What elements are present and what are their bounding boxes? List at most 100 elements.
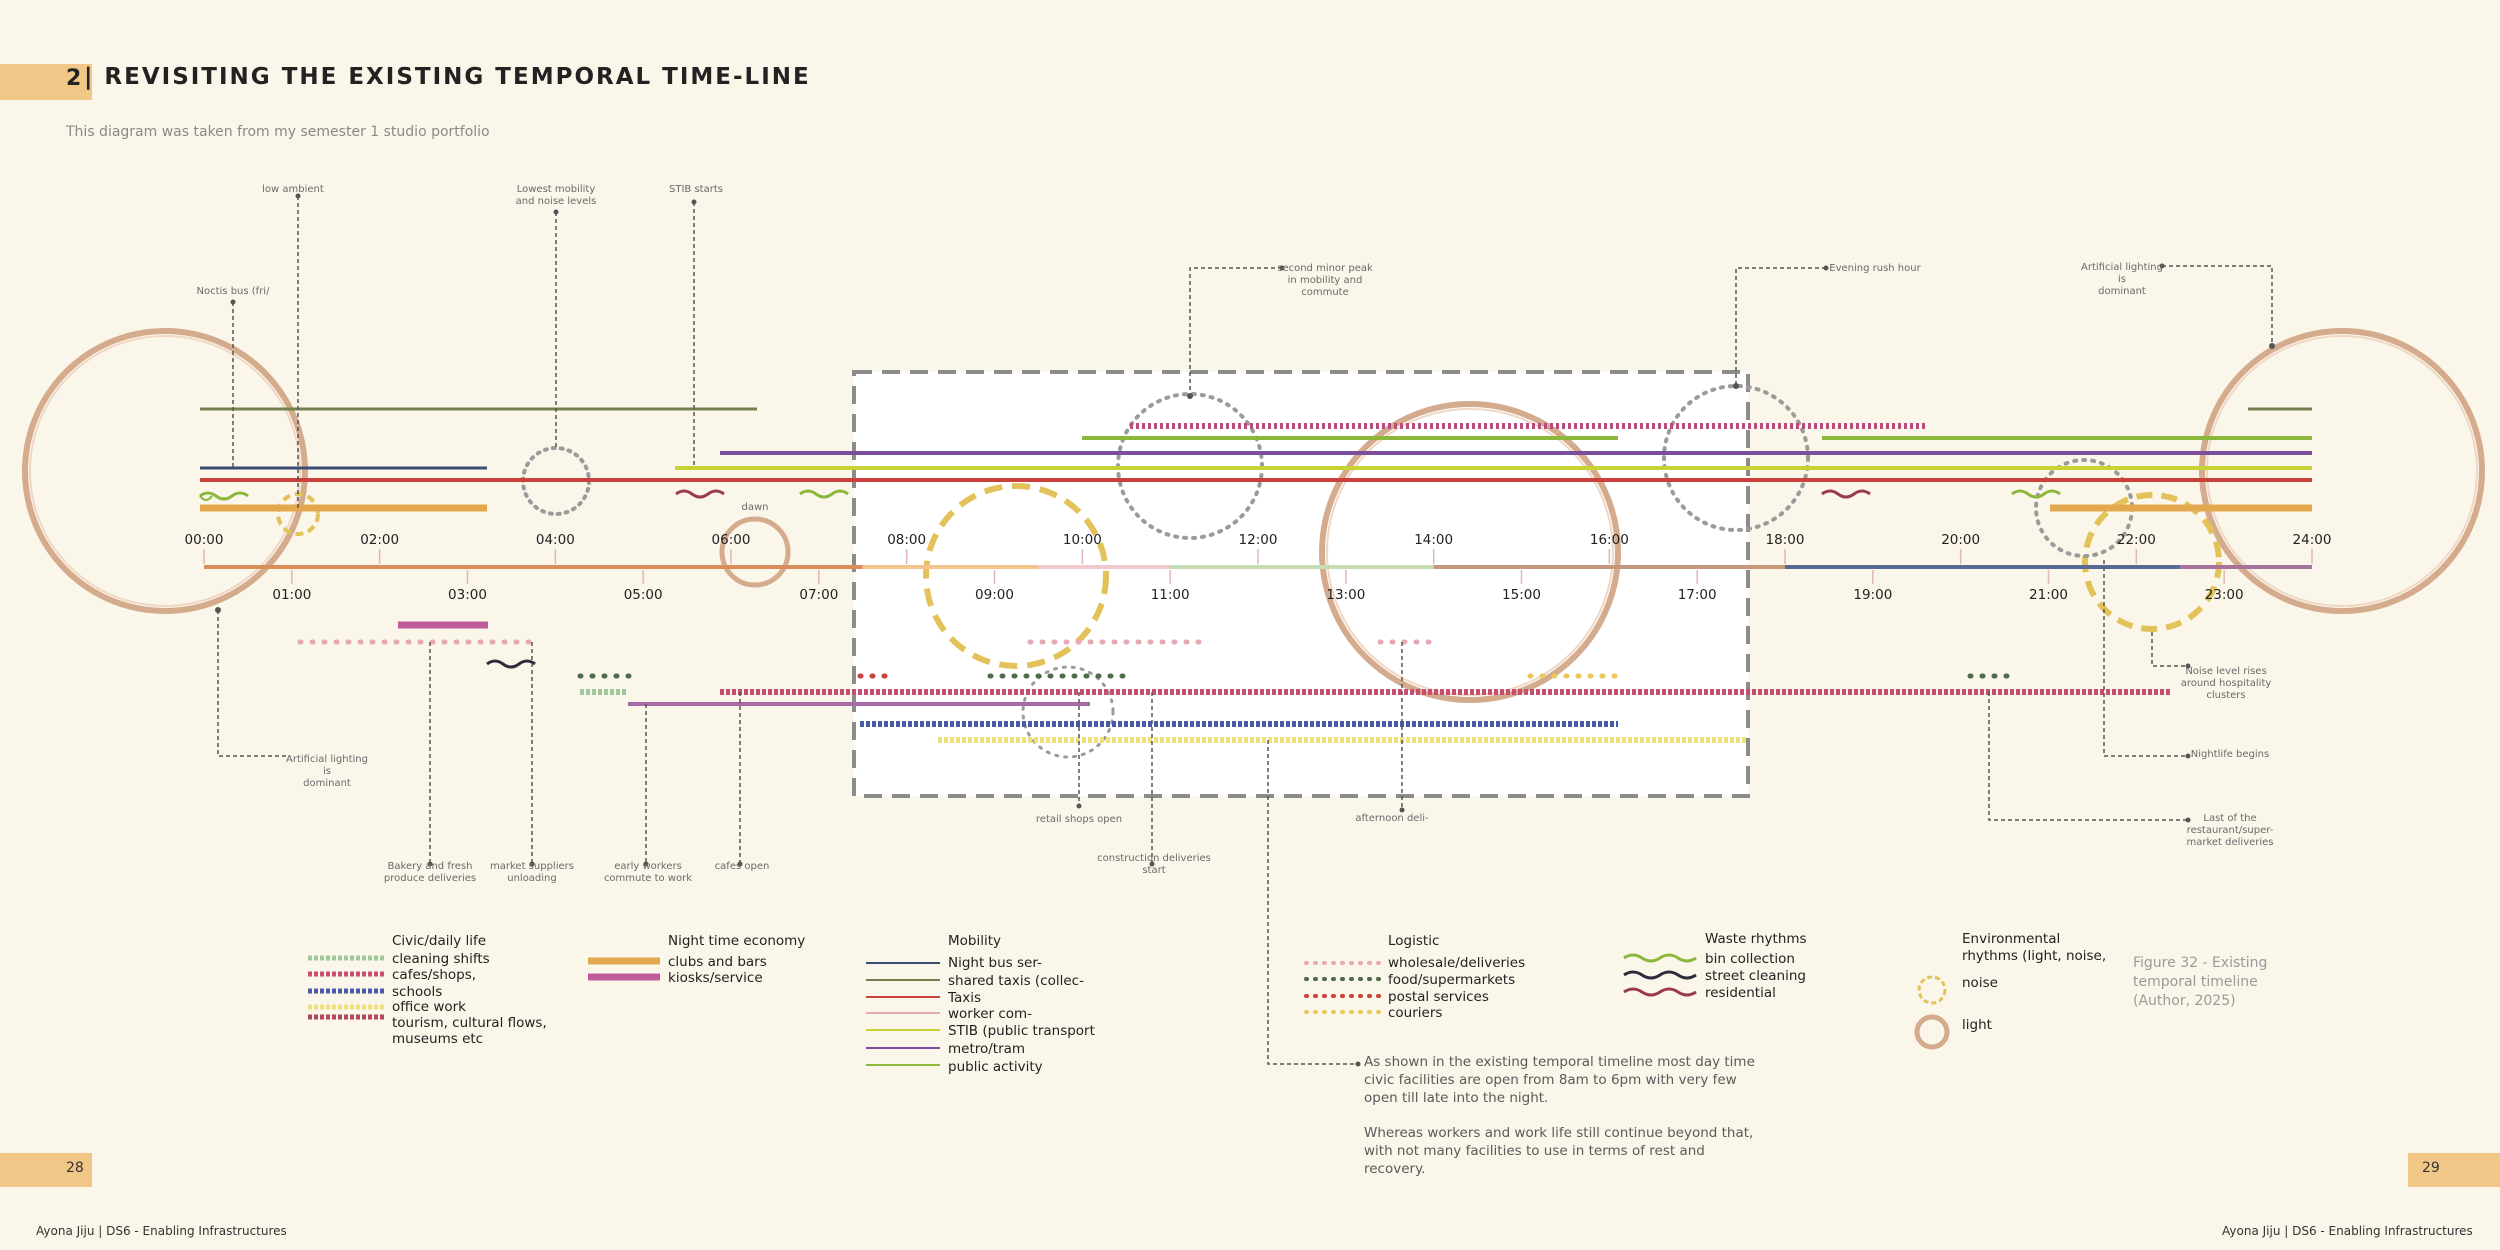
annotation-early-2: commute to work [604,873,692,884]
annotation-artificial-bottom-1: Artificial lighting [286,754,368,765]
annotation-artificial-top-3: dominant [2098,286,2146,297]
annotation-last-3: market deliveries [2186,837,2273,848]
annotation-second-peak-3: commute [1301,287,1349,298]
annotation-low-ambient: low ambient [262,184,324,195]
hour-label-top: 00:00 [185,532,224,548]
hour-label-top: 22:00 [2117,532,2156,548]
annotation-artificial-bottom-2: is [323,766,331,777]
hour-label-top: 02:00 [360,532,399,548]
legend-env-noise: noise [1962,975,1998,991]
legend-mobility-item-0: Night bus ser- [948,955,1042,971]
mobility-circle-1000 [1021,665,1115,759]
callout-logistic-text [1267,740,1358,1065]
annotation-lowest-mobility-1: Lowest mobility [517,184,596,195]
page-number-left: 28 [66,1160,84,1176]
annotation-last-1: Last of the [2203,813,2256,824]
legend-logistic-item-1: food/supermarkets [1388,972,1515,988]
mobility-circle-1730 [1662,384,1810,532]
legend-waste-item-1: street cleaning [1705,968,1806,984]
annotation-artificial-top-2: is [2118,274,2126,285]
legend-waste-item-0: bin collection [1705,951,1795,967]
footer-right: Ayona Jiju | DS6 - Enabling Infrastructu… [2222,1224,2473,1238]
legend-mobility-item-2: Taxis [947,990,981,1006]
hour-label-top: 16:00 [1590,532,1629,548]
legend-waste-title: Waste rhythms [1705,931,1807,947]
annotation-artificial-bottom-3: dominant [303,778,351,789]
chapter-number: 2 [66,66,82,91]
legend-logistic-title: Logistic [1388,933,1439,949]
annotation-noctis-bus: Noctis bus (fri/ [197,286,271,297]
noise-circle-2230 [2082,492,2222,632]
legend-civic-item-1: cafes/shops, [392,967,476,983]
legend-env-title-1: Environmental [1962,931,2060,947]
hour-label-bottom: 19:00 [1853,587,1892,603]
light-circle-night-right [2199,328,2485,614]
hour-label-top: 08:00 [887,532,926,548]
annotation-lowest-mobility-2: and noise levels [516,196,597,207]
summary-paragraph-1: As shown in the existing temporal timeli… [1364,1054,1755,1106]
legend-civic-item-3: office work [392,999,466,1015]
hour-label-bottom: 01:00 [272,587,311,603]
annotation-bakery-1: Bakery and fresh [388,861,473,872]
legend-mobility-item-6: public activity [948,1059,1043,1075]
page-title: | REVISITING THE EXISTING TEMPORAL TIME-… [84,64,811,90]
annotation-afternoon: afternoon deli- [1355,813,1429,824]
light-circle-night-left-inner [29,335,301,607]
legend-night-title: Night time economy [668,933,805,949]
hour-label-top: 18:00 [1766,532,1805,548]
hour-label-bottom: 05:00 [624,587,663,603]
annotation-early-1: early workers [614,861,682,872]
annotation-second-peak-1: second minor peak [1277,263,1373,274]
annotation-evening-rush: Evening rush hour [1829,263,1921,274]
light-circle-midday [1319,401,1621,703]
light-circle-night-left [22,328,308,614]
legend-logistic-item-0: wholesale/deliveries [1388,955,1525,971]
legend-mobility-item-1: shared taxis (collec- [948,973,1084,989]
callout-artificial-top [2162,265,2273,346]
chapter-marker [0,64,92,100]
legend-civic-title: Civic/daily life [392,933,486,949]
annotation-construction-1: construction deliveries [1097,853,1211,864]
legend-night-item-1: kiosks/service [668,970,763,986]
legend-civic-item-5: museums etc [392,1031,483,1047]
hour-label-bottom: 11:00 [1151,587,1190,603]
legend-logistic-item-2: postal services [1388,989,1489,1005]
hour-label-bottom: 03:00 [448,587,487,603]
footer-left: Ayona Jiju | DS6 - Enabling Infrastructu… [36,1224,287,1238]
annotation-noise-rises-3: clusters [2206,690,2245,701]
annotation-market-2: unloading [507,873,557,884]
hour-label-top: 12:00 [1239,532,1278,548]
callout-noise-rises [2151,632,2188,667]
light-circle-night-right-inner [2206,335,2478,607]
page-number-box-right [2408,1153,2500,1187]
callout-second-peak [1189,267,1282,396]
annotation-noise-rises-1: Noise level rises [2185,666,2266,677]
legend-mobility-item-4: STIB (public transport [948,1023,1095,1039]
hour-label-top: 24:00 [2293,532,2332,548]
legend-mobility-item-5: metro/tram [948,1041,1025,1057]
hour-label-top: 10:00 [1063,532,1102,548]
wave-dark-left [486,659,536,669]
annotation-artificial-top-1: Artificial lighting [2081,262,2163,273]
hour-label-top: 14:00 [1414,532,1453,548]
wave-green-mid [799,489,849,499]
hour-label-bottom: 17:00 [1678,587,1717,603]
legend-logistic-item-3: couriers [1388,1005,1442,1021]
hour-label-bottom: 21:00 [2029,587,2068,603]
noise-circle-0900 [923,483,1109,669]
legend-waste-item-2: residential [1705,985,1776,1001]
wave-green-right [2011,489,2061,499]
legend-civic-item-4: tourism, cultural flows, [392,1015,547,1031]
wave-green-small [199,495,213,501]
legend-mobility-title: Mobility [948,933,1001,949]
callout-evening [1735,267,1826,386]
callout-nightlife [2103,560,2188,757]
annotation-market-1: market suppliers [490,861,574,872]
page-number-right: 29 [2422,1160,2440,1176]
legend-civic-item-2: schools [392,984,442,1000]
hour-label-bottom: 15:00 [1502,587,1541,603]
hour-label-top: 06:00 [712,532,751,548]
wave-red-left [675,489,725,499]
